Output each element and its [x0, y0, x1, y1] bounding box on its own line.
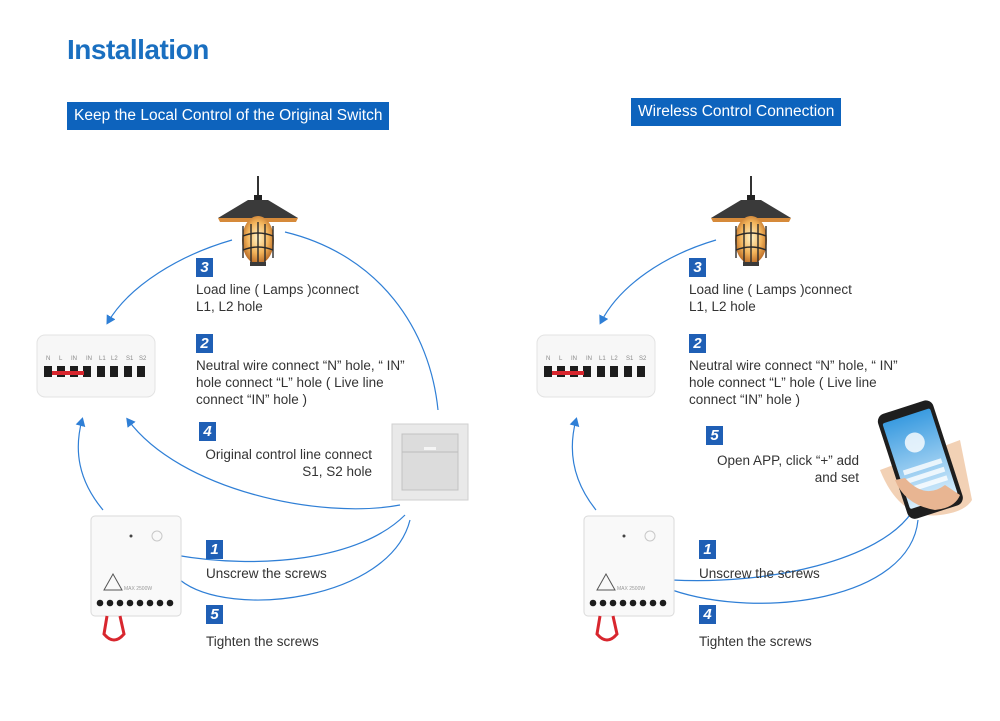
wiring-module-terminal-block: N L IN IN L1 L2 S1 S2	[36, 334, 156, 398]
svg-text:N: N	[46, 356, 50, 362]
left-step-3-number: 3	[196, 258, 213, 277]
right-step-3-number: 3	[689, 258, 706, 277]
svg-text:IN: IN	[71, 356, 77, 362]
left-step-2-number: 2	[196, 334, 213, 353]
right-step-4-number: 4	[699, 605, 716, 624]
right-step-1-number: 1	[699, 540, 716, 559]
arrow-box-to-module-right	[569, 417, 597, 511]
banner-local-control: Keep the Local Control of the Original S…	[67, 102, 390, 130]
smartphone-app-icon	[877, 400, 972, 519]
arrow-switch-to-lamp	[284, 231, 439, 411]
box-rating-text-right: MAX 2500W	[617, 586, 645, 592]
svg-text:IN: IN	[586, 356, 592, 362]
arrow-tighten	[179, 519, 411, 601]
left-step-4-number: 4	[199, 422, 216, 441]
svg-text:L1: L1	[99, 356, 106, 362]
smart-switch-box-icon-right: MAX 2500W	[583, 515, 675, 642]
left-step-5-number: 5	[206, 605, 223, 624]
arrow-unscrew	[174, 514, 406, 563]
arrow-s1s2	[126, 417, 401, 510]
svg-text:L: L	[59, 356, 63, 362]
svg-text:S1: S1	[126, 356, 134, 362]
left-diagram: N L IN IN L1 L2 S1 S2 MAX 2500W	[36, 176, 469, 642]
pendant-lamp-icon-right	[711, 176, 791, 266]
left-step-1-text: Unscrew the screws	[206, 566, 327, 581]
right-step-2-text: Neutral wire connect “N” hole, “ IN” hol…	[689, 358, 898, 407]
wall-switch-icon	[391, 423, 469, 501]
left-step-2-text: Neutral wire connect “N” hole, “ IN” hol…	[196, 358, 405, 407]
box-rating-text: MAX 2500W	[124, 586, 152, 592]
svg-text:S1: S1	[626, 356, 634, 362]
arrow-box-to-module	[75, 417, 104, 511]
wiring-module-terminal-block-right: N L IN IN L1 L2 S1 S2	[536, 334, 656, 398]
module-terminal-labels: N L IN IN L1 L2 S1 S2	[46, 356, 147, 362]
left-step-1-number: 1	[206, 540, 223, 559]
right-step-5-number: 5	[706, 426, 723, 445]
right-step-5-text: Open APP, click “+” add and set	[717, 453, 859, 485]
right-step-2-number: 2	[689, 334, 706, 353]
right-diagram: N L IN IN L1 L2 S1 S2	[536, 176, 972, 642]
left-step-4-text: Original control line connect S1, S2 hol…	[205, 447, 372, 479]
svg-text:IN: IN	[571, 356, 577, 362]
pendant-lamp-icon	[218, 176, 298, 266]
svg-text:L: L	[559, 356, 563, 362]
arrow-phone-unscrew	[671, 511, 913, 582]
svg-text:N: N	[546, 356, 550, 362]
left-step-5-text: Tighten the screws	[206, 634, 319, 649]
smart-switch-box-icon: MAX 2500W	[90, 515, 182, 642]
banner-wireless-control: Wireless Control Connection	[631, 98, 842, 126]
svg-text:L2: L2	[611, 356, 618, 362]
arrow-lamp-to-module-right	[599, 239, 717, 325]
left-step-3-text: Load line ( Lamps )connect L1, L2 hole	[196, 282, 359, 314]
svg-text:L2: L2	[111, 356, 118, 362]
svg-text:L1: L1	[599, 356, 606, 362]
page-title: Installation	[67, 34, 209, 65]
arrow-tighten-right	[671, 519, 919, 604]
right-step-3-text: Load line ( Lamps )connect L1, L2 hole	[689, 282, 852, 314]
right-step-1-text: Unscrew the screws	[699, 566, 820, 581]
svg-text:IN: IN	[86, 356, 92, 362]
right-step-4-text: Tighten the screws	[699, 634, 812, 649]
svg-text:S2: S2	[639, 356, 647, 362]
svg-text:S2: S2	[139, 356, 147, 362]
arrow-lamp-to-module	[106, 239, 233, 325]
